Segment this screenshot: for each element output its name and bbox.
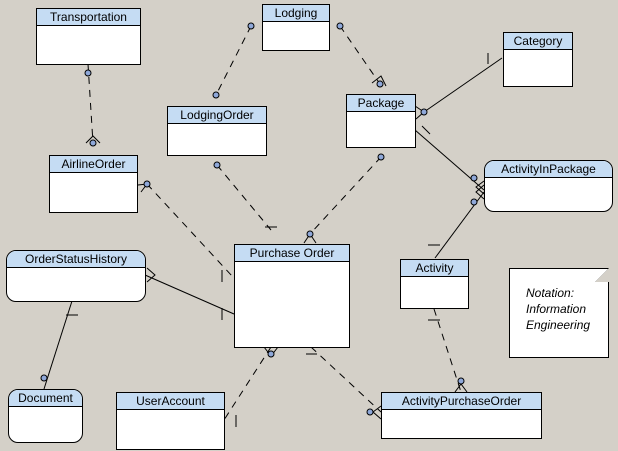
entity-title: LodgingOrder — [168, 107, 266, 124]
entity-activity-in-package[interactable]: ActivityInPackage — [484, 160, 613, 212]
entity-user-account[interactable]: UserAccount — [116, 392, 225, 450]
entity-lodging-order[interactable]: LodgingOrder — [167, 106, 267, 156]
notation-note: Notation: Information Engineering — [509, 268, 609, 358]
note-line: Engineering — [526, 318, 591, 332]
entity-package[interactable]: Package — [346, 94, 416, 148]
note-line: Notation: — [526, 286, 575, 300]
entity-transportation[interactable]: Transportation — [36, 8, 141, 65]
entity-purchase-order[interactable]: Purchase Order — [234, 244, 350, 348]
entity-order-status-history[interactable]: OrderStatusHistory — [6, 250, 146, 302]
entity-title: Package — [347, 95, 415, 112]
entity-title: Document — [9, 390, 82, 407]
entity-title: Purchase Order — [235, 245, 349, 262]
entity-title: Lodging — [263, 5, 329, 22]
entity-activity-purchase-order[interactable]: ActivityPurchaseOrder — [381, 392, 542, 439]
entity-title: Activity — [401, 260, 468, 277]
entity-category[interactable]: Category — [503, 32, 573, 87]
entity-activity[interactable]: Activity — [400, 259, 469, 309]
note-line: Information — [526, 302, 587, 316]
entity-title: Category — [504, 33, 572, 50]
entity-title: ActivityPurchaseOrder — [382, 393, 541, 410]
note-fold-inner — [595, 269, 608, 282]
entity-title: OrderStatusHistory — [7, 251, 145, 268]
entity-title: AirlineOrder — [50, 156, 137, 173]
entity-document[interactable]: Document — [8, 389, 83, 443]
entity-title: ActivityInPackage — [485, 161, 612, 178]
entity-lodging[interactable]: Lodging — [262, 4, 330, 51]
entity-title: UserAccount — [117, 393, 224, 410]
entity-title: Transportation — [37, 9, 140, 26]
entity-airline-order[interactable]: AirlineOrder — [49, 155, 138, 213]
